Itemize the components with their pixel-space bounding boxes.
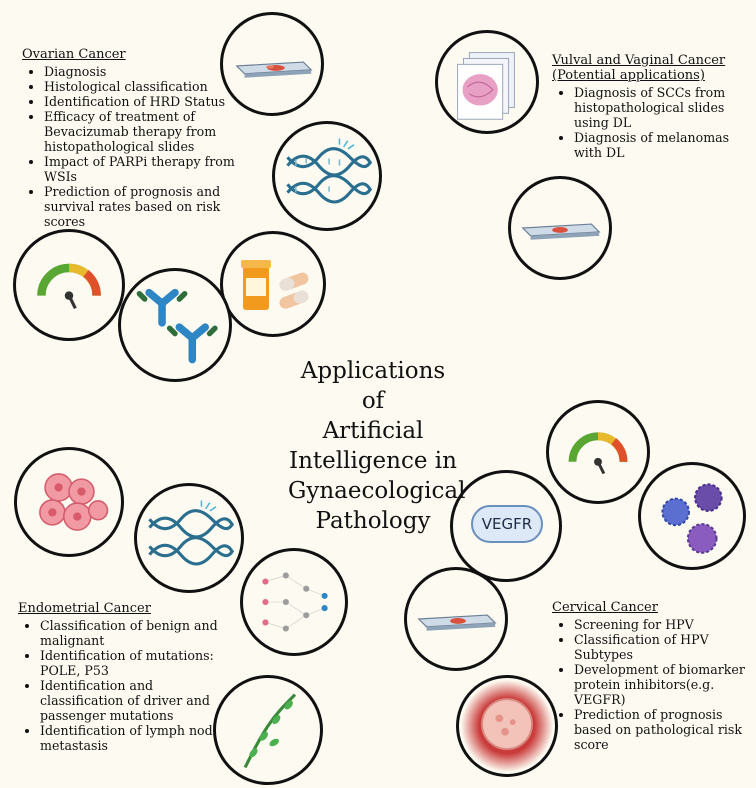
cervical-heading: Cervical Cancer bbox=[552, 600, 658, 615]
vulval-cancer-section: Vulval and Vaginal Cancer (Potential app… bbox=[552, 53, 742, 160]
list-item: Classification of HPV Subtypes bbox=[574, 632, 752, 662]
list-item: Diagnosis bbox=[44, 64, 262, 79]
dna-icon bbox=[134, 483, 244, 593]
title-line: Artificial bbox=[322, 418, 424, 444]
title-line: Gynaecological bbox=[288, 478, 466, 504]
list-item: Prediction of prognosis and survival rat… bbox=[44, 184, 262, 229]
vegfr-badge: VEGFR bbox=[471, 505, 543, 543]
list-item: Screening for HPV bbox=[574, 617, 752, 632]
endometrial-cancer-section: Endometrial Cancer Classification of ben… bbox=[18, 601, 236, 753]
main-title: Applications of Artificial Intelligence … bbox=[288, 356, 466, 536]
list-item: Classification of benign and malignant bbox=[40, 618, 236, 648]
ovarian-heading: Ovarian Cancer bbox=[22, 47, 126, 62]
list-item: Impact of PARPi therapy from WSIs bbox=[44, 154, 262, 184]
list-item: Prediction of prognosis based on patholo… bbox=[574, 707, 752, 752]
tissue-stack-icon bbox=[435, 30, 539, 134]
list-item: Histological classification bbox=[44, 79, 262, 94]
list-item: Identification of lymph node metastasis bbox=[40, 723, 236, 753]
list-item: Diagnosis of SCCs from histopathological… bbox=[574, 85, 742, 130]
list-item: Identification of mutations: POLE, P53 bbox=[40, 648, 236, 678]
list-item: Diagnosis of melanomas with DL bbox=[574, 130, 742, 160]
gauge-icon bbox=[13, 229, 125, 341]
ovarian-cancer-section: Ovarian Cancer Diagnosis Histological cl… bbox=[22, 47, 262, 229]
slide-icon bbox=[508, 176, 612, 280]
vegfr-ring bbox=[450, 470, 562, 582]
vegfr-circle bbox=[450, 470, 562, 582]
list-item: Efficacy of treatment of Bevacizumab the… bbox=[44, 109, 262, 154]
list-item: Identification and classification of dri… bbox=[40, 678, 236, 723]
slide-icon bbox=[220, 12, 324, 116]
cervical-cancer-section: Cervical Cancer Screening for HPV Classi… bbox=[552, 600, 752, 752]
title-line: Pathology bbox=[315, 508, 431, 534]
gauge-icon bbox=[546, 400, 650, 504]
dna-icon bbox=[272, 121, 382, 231]
tumor-icon bbox=[456, 675, 558, 777]
neural-network-icon bbox=[240, 548, 348, 656]
list-item: Identification of HRD Status bbox=[44, 94, 262, 109]
title-line: Intelligence in bbox=[289, 448, 457, 474]
antibody-icon bbox=[118, 268, 232, 382]
pill-bottle-icon bbox=[220, 231, 326, 337]
title-line: Applications of bbox=[300, 358, 446, 414]
list-item: Development of biomarker protein inhibit… bbox=[574, 662, 752, 707]
lymph-vessel-icon bbox=[213, 675, 323, 785]
vulval-heading: Vulval and Vaginal Cancer (Potential app… bbox=[552, 53, 726, 83]
cells-icon bbox=[14, 447, 124, 557]
virus-icon bbox=[638, 462, 746, 570]
endometrial-heading: Endometrial Cancer bbox=[18, 601, 151, 616]
slide-icon bbox=[404, 567, 508, 671]
